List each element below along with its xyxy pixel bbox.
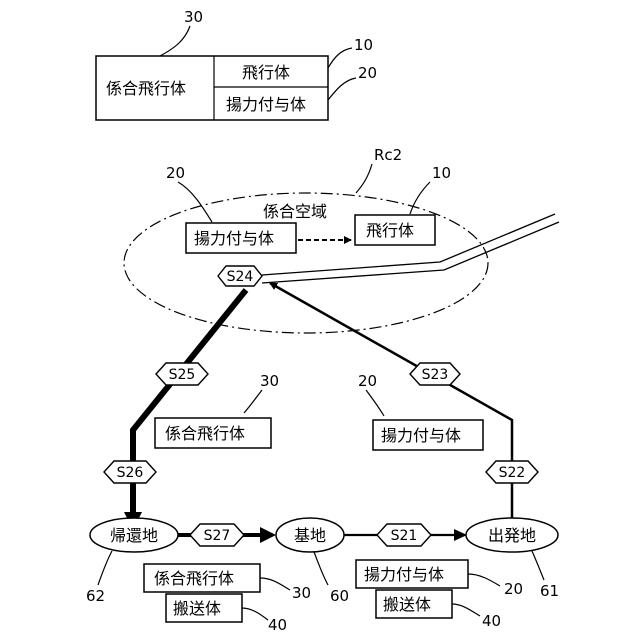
transport-right-bottom-ref: 40 <box>482 612 501 630</box>
route-ref-lift: 20 <box>358 372 377 390</box>
step-s26: S26 <box>104 461 156 483</box>
legend-leader-composite <box>160 26 190 56</box>
step-s21: S21 <box>377 524 431 546</box>
step-s25-label: S25 <box>169 367 196 383</box>
transport-left-bottom-ref: 40 <box>268 616 287 634</box>
step-s24: S24 <box>218 266 262 286</box>
legend-flying-label: 飛行体 <box>242 63 290 82</box>
transport-right-top-label: 揚力付与体 <box>364 565 444 584</box>
legend-lift-label: 揚力付与体 <box>226 95 306 114</box>
airspace-ref-lift: 20 <box>166 164 185 182</box>
step-s25: S25 <box>156 363 208 385</box>
legend-ref-composite: 30 <box>184 8 203 26</box>
departure-label: 出発地 <box>488 526 536 545</box>
engagement-airspace: Rc2 係合空域 20 揚力付与体 飛行体 10 <box>124 146 488 333</box>
transport-left-top-label: 係合飛行体 <box>154 569 234 588</box>
airspace-label: 係合空域 <box>263 202 327 221</box>
step-s22-label: S22 <box>499 465 526 481</box>
legend-composite-label: 係合飛行体 <box>106 79 186 98</box>
transport-right-top-leader <box>468 574 500 586</box>
route-label-lift-text: 揚力付与体 <box>381 426 461 445</box>
return-site-label: 帰還地 <box>110 526 158 545</box>
step-s22: S22 <box>486 461 538 483</box>
base-leader <box>314 552 328 585</box>
route-label-composite-text: 係合飛行体 <box>165 424 245 443</box>
step-s21-label: S21 <box>391 528 418 544</box>
transport-left-top-ref: 30 <box>292 584 311 602</box>
legend-leader-lift <box>328 78 356 100</box>
transport-left-bottom-leader <box>242 608 268 620</box>
transport-left-top-leader <box>260 578 290 590</box>
return-site-leader <box>98 551 112 585</box>
step-s23: S23 <box>410 363 460 385</box>
departure-leader <box>532 551 544 580</box>
base-label: 基地 <box>294 526 326 545</box>
transport-stack-right: 揚力付与体 搬送体 20 40 <box>356 560 523 630</box>
airspace-ref-rc2: Rc2 <box>374 146 402 164</box>
step-s23-label: S23 <box>422 367 449 383</box>
airspace-leader-flying <box>410 182 430 214</box>
step-s27: S27 <box>190 524 244 546</box>
return-site-ref: 62 <box>86 587 105 605</box>
airspace-ref-flying: 10 <box>432 164 451 182</box>
transport-left-bottom-label: 搬送体 <box>173 599 221 618</box>
legend-leader-flying <box>328 48 352 68</box>
transport-right-bottom-leader <box>452 604 480 616</box>
airspace-leader-rc2 <box>356 164 372 193</box>
departure-ref: 61 <box>540 582 559 600</box>
transport-right-bottom-label: 搬送体 <box>383 595 431 614</box>
legend-ref-flying: 10 <box>354 36 373 54</box>
legend-block: 30 係合飛行体 飛行体 揚力付与体 10 20 <box>96 8 377 120</box>
transport-arrowhead-s21 <box>454 529 467 541</box>
route-ref-composite: 30 <box>260 372 279 390</box>
composite-descent-path <box>133 290 246 516</box>
place-base: 基地 60 <box>276 518 349 605</box>
airspace-flying-label: 飛行体 <box>366 221 414 240</box>
airspace-leader-lift <box>178 182 212 222</box>
route-leader-composite <box>244 390 262 413</box>
legend-ref-lift: 20 <box>358 64 377 82</box>
transport-arrowhead-s27 <box>260 527 276 543</box>
base-ref: 60 <box>330 587 349 605</box>
route-leader-lift <box>366 390 384 416</box>
step-s27-label: S27 <box>204 528 231 544</box>
airspace-lift-label: 揚力付与体 <box>194 229 274 248</box>
transport-stack-left: 係合飛行体 搬送体 30 40 <box>144 564 311 634</box>
step-s24-label: S24 <box>227 269 254 285</box>
step-s26-label: S26 <box>117 465 144 481</box>
lift-ascent-path <box>270 283 512 530</box>
transport-right-top-ref: 20 <box>504 580 523 598</box>
